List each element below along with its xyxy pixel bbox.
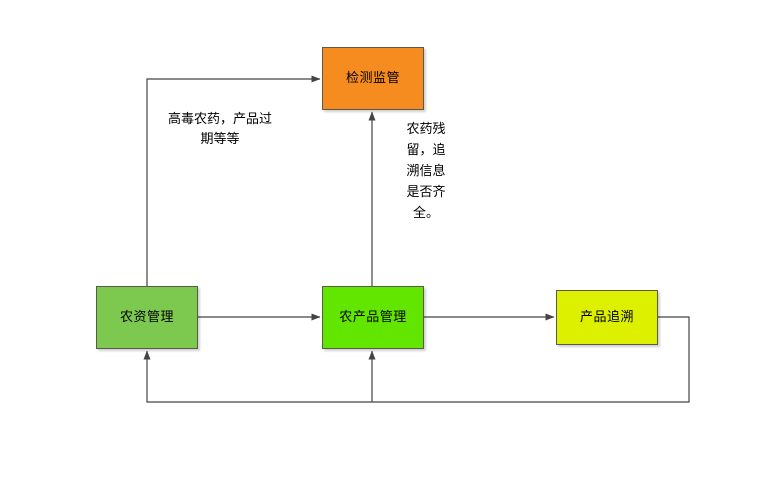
- node-label: 农产品管理: [339, 310, 407, 325]
- node-label: 产品追溯: [579, 310, 634, 325]
- node-agricultural-input-management[interactable]: 农资管理: [96, 286, 198, 349]
- node-label: 检测监管: [345, 71, 400, 86]
- node-inspection-supervision[interactable]: 检测监管: [322, 47, 424, 110]
- edge-label-residue-trace: 农药残 留，追 溯信息 是否齐 全。: [406, 122, 446, 221]
- node-product-traceability[interactable]: 产品追溯: [556, 290, 658, 345]
- edge-label-pesticide-issues: 高毒农药，产品过 期等等: [167, 112, 272, 147]
- node-label: 农资管理: [119, 310, 174, 325]
- node-agricultural-product-management[interactable]: 农产品管理: [322, 286, 424, 349]
